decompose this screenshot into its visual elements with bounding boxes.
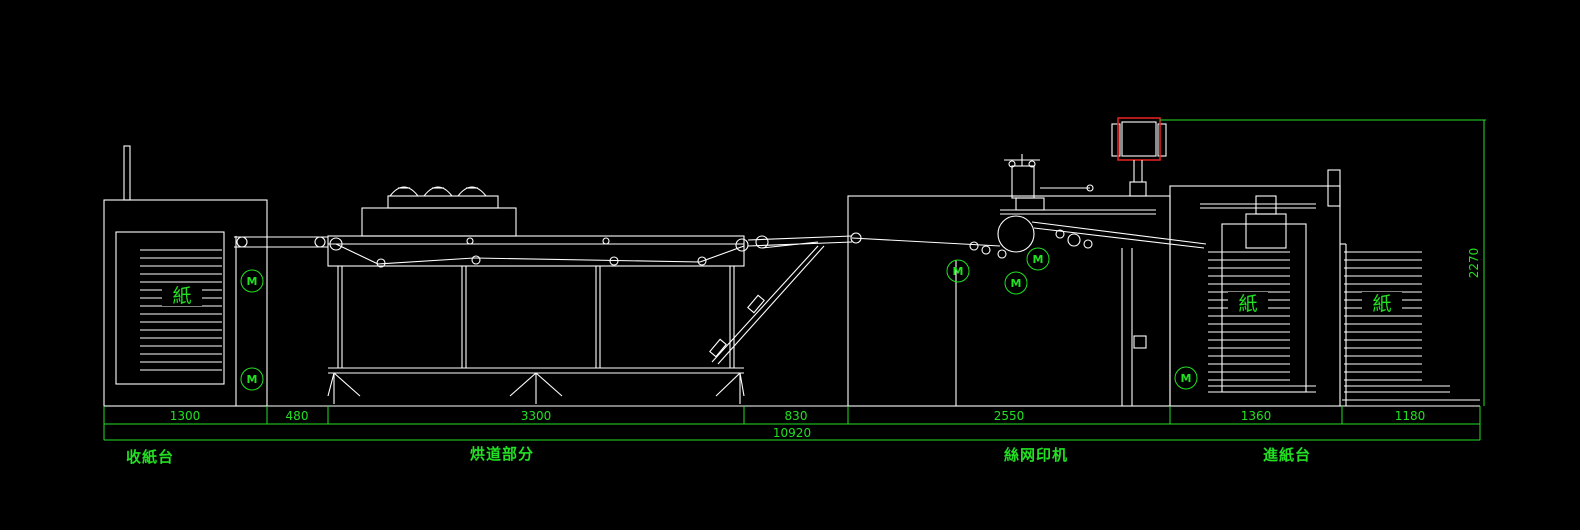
motor-icon: M: [1004, 271, 1028, 295]
dimension-label: 480: [286, 409, 309, 423]
dimension-label: 1360: [1241, 409, 1272, 423]
svg-text:M: M: [1033, 253, 1044, 266]
dimension-chain: [103, 406, 1481, 441]
svg-text:M: M: [247, 275, 258, 288]
height-dimension: [1160, 119, 1486, 406]
section-label-feeder: 進紙台: [1263, 446, 1311, 464]
dryer-section: [234, 186, 853, 404]
height-label: 2270: [1467, 248, 1481, 279]
motor-icon: M: [240, 269, 264, 293]
paper-label-delivery: 紙: [172, 285, 191, 307]
motor-icon: M: [240, 367, 264, 391]
pre-pile-table: 紙: [1340, 243, 1480, 406]
section-label-delivery: 收紙台: [126, 448, 174, 466]
motor-icon: M: [1026, 247, 1050, 271]
section-label-dryer: 烘道部分: [470, 445, 534, 463]
dimension-label: 3300: [521, 409, 552, 423]
dimension-label: 1300: [170, 409, 201, 423]
control-panel-icon: [1111, 117, 1167, 197]
svg-text:M: M: [247, 373, 258, 386]
dimension-label: 1180: [1395, 409, 1426, 423]
delivery-paper-stack: [140, 249, 222, 371]
dimension-label: 830: [785, 409, 808, 423]
total-length-label: 10920: [773, 426, 811, 440]
motor-icon: M: [946, 259, 970, 283]
feeder-table: 紙 M: [1169, 169, 1341, 407]
pre-pile-paper-stack: [1344, 251, 1422, 381]
paper-label-feeder: 紙: [1238, 293, 1257, 315]
dimension-label: 2550: [994, 409, 1025, 423]
dryer-fan-icon: [457, 186, 487, 197]
section-label-printer: 絲网印机: [1004, 446, 1068, 464]
svg-text:M: M: [1181, 372, 1192, 385]
svg-text:M: M: [953, 265, 964, 278]
dryer-fan-icon: [389, 186, 419, 197]
paper-label-pre-pile: 紙: [1372, 293, 1391, 315]
dryer-fan-icon: [423, 186, 453, 197]
screen-printer: M M M: [847, 117, 1207, 407]
motor-icon: M: [1174, 366, 1198, 390]
svg-text:M: M: [1011, 277, 1022, 290]
delivery-table: 紙 M M: [103, 145, 268, 407]
feeder-paper-stack: [1208, 251, 1290, 381]
